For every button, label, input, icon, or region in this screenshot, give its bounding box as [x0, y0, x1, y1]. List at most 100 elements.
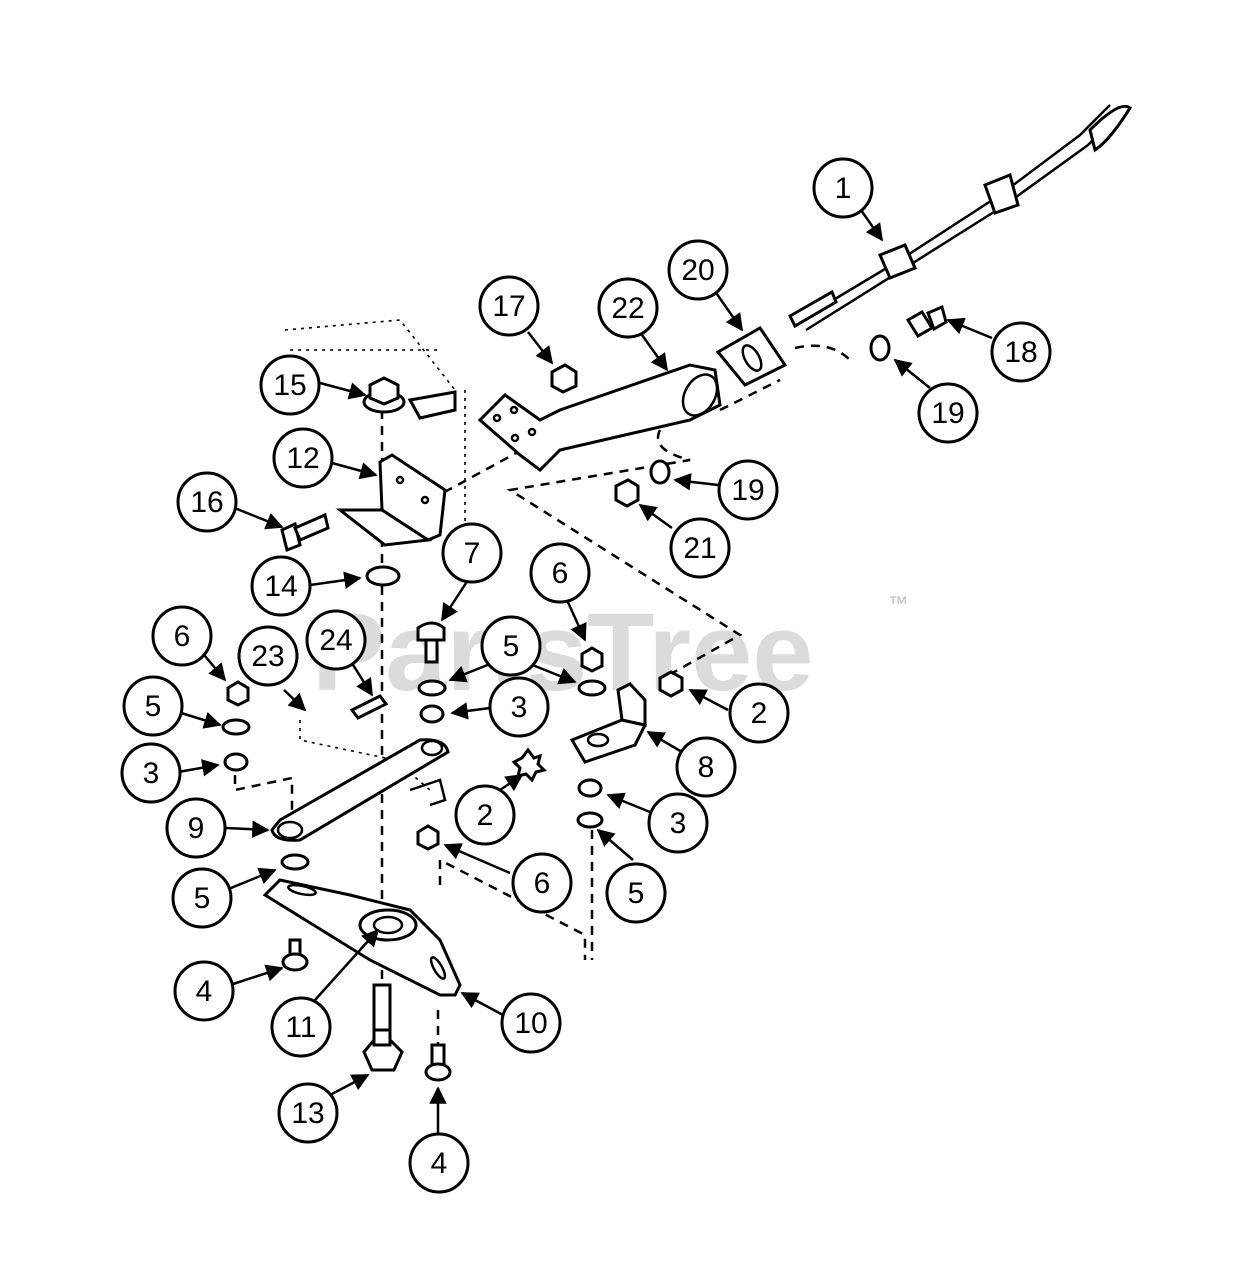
part-washer-19b [649, 459, 671, 485]
callout-10: 10 [500, 992, 562, 1054]
callout-2-right: 2 [728, 682, 790, 744]
part-bracket-22 [477, 363, 722, 472]
callout-2-right-label: 2 [751, 697, 768, 730]
part-plate-10 [262, 878, 462, 997]
callout-5-left: 5 [122, 675, 184, 737]
callout-12-label: 12 [286, 442, 319, 475]
callout-14: 14 [250, 555, 312, 617]
callout-11: 11 [270, 996, 332, 1058]
callout-5-center: 5 [480, 615, 542, 677]
part-nut-21 [614, 478, 640, 508]
callout-11-label: 11 [285, 1011, 316, 1044]
callout-5-lower-left-label: 5 [194, 882, 211, 915]
callout-6-upper: 6 [529, 542, 591, 604]
part-washer-3-center [419, 704, 445, 724]
callout-18-label: 18 [1004, 336, 1037, 369]
part-star-nut-2 [511, 747, 547, 783]
callout-3-left-label: 3 [143, 757, 160, 790]
callout-24-label: 24 [319, 624, 352, 657]
callout-6-lower-label: 6 [534, 867, 551, 900]
callout-3-center-label: 3 [511, 691, 528, 724]
callout-22-label: 22 [611, 292, 644, 325]
callout-3-left: 3 [120, 742, 182, 804]
leader-arrows [177, 202, 993, 1135]
part-washer-5-left [221, 718, 251, 736]
part-washer-19a [869, 334, 891, 362]
callout-6-left: 6 [151, 605, 213, 667]
callout-5-lower-right: 5 [605, 862, 667, 924]
part-washer-5-lower [280, 853, 310, 871]
part-washer-3-right [577, 778, 603, 798]
callout-21: 21 [669, 517, 731, 579]
callout-19-lower-label: 19 [731, 474, 764, 507]
part-pin-24 [349, 694, 389, 720]
callout-1: 1 [812, 157, 874, 219]
callout-20-label: 20 [681, 254, 714, 287]
callout-3-center: 3 [488, 676, 550, 738]
callout-4-upper: 4 [173, 960, 235, 1022]
callout-23: 23 [237, 625, 299, 687]
callout-21-label: 21 [683, 532, 716, 565]
part-washer-14 [365, 565, 401, 587]
part-nut-17 [550, 363, 578, 394]
callout-6-lower: 6 [511, 852, 573, 914]
part-washer-3-left [223, 752, 249, 772]
callout-5-left-label: 5 [145, 690, 162, 723]
callout-13-label: 13 [291, 1097, 324, 1130]
callout-18: 18 [990, 321, 1052, 383]
callout-5-center-label: 5 [503, 630, 520, 663]
callout-2-center-label: 2 [477, 799, 494, 832]
callout-4-lower-label: 4 [431, 1147, 448, 1180]
assembly-lines [233, 344, 851, 1060]
callout-23-label: 23 [251, 640, 284, 673]
part-washer-5-right [577, 679, 607, 697]
callout-7-label: 7 [464, 537, 481, 570]
part-washer-5-lower-right [576, 811, 604, 829]
part-nut-2-right [658, 670, 684, 698]
callout-5-lower-right-label: 5 [628, 877, 645, 910]
part-bolt-16 [280, 512, 330, 553]
part-washer-5-center [417, 679, 447, 697]
part-bolt-4-upper [281, 938, 309, 972]
part-bracket-8 [569, 682, 648, 764]
callout-20: 20 [667, 239, 729, 301]
callout-14-label: 14 [264, 570, 297, 603]
callout-15-label: 15 [273, 369, 306, 402]
part-shoulder-bolt-13 [362, 983, 404, 1072]
frame-outline [284, 319, 466, 791]
callout-8: 8 [675, 736, 737, 798]
part-angle-bracket-12 [335, 453, 447, 547]
callout-6-left-label: 6 [174, 620, 191, 653]
callout-17: 17 [478, 275, 540, 337]
part-bushing-11 [358, 908, 418, 942]
callout-22: 22 [597, 277, 659, 339]
callout-15: 15 [259, 354, 321, 416]
callout-19-upper: 19 [917, 382, 979, 444]
callout-13: 13 [277, 1082, 339, 1144]
callout-19-lower: 19 [717, 459, 779, 521]
part-bolt-7 [416, 621, 446, 664]
callout-4-upper-label: 4 [196, 975, 213, 1008]
callout-8-label: 8 [698, 751, 715, 784]
part-nut-6-lower [416, 824, 440, 851]
part-nut-6-left [226, 680, 250, 707]
part-bolt-4-lower [424, 1043, 452, 1082]
callout-1-label: 1 [835, 172, 852, 205]
callout-7: 7 [441, 522, 503, 584]
watermark: PartsTree [312, 591, 813, 714]
callout-5-lower-left: 5 [171, 867, 233, 929]
callout-3-right: 3 [647, 792, 709, 854]
callout-4-lower: 4 [408, 1132, 470, 1194]
callout-16-label: 16 [190, 486, 223, 519]
callout-6-upper-label: 6 [552, 557, 569, 590]
callout-12: 12 [272, 427, 334, 489]
callout-24: 24 [305, 609, 367, 671]
callout-19-upper-label: 19 [931, 397, 964, 430]
callout-9-label: 9 [188, 812, 205, 845]
part-bolt-18 [905, 304, 948, 339]
callout-9: 9 [165, 797, 227, 859]
part-flange-nut-15 [362, 376, 406, 414]
callout-10-label: 10 [514, 1007, 547, 1040]
callout-16: 16 [176, 471, 238, 533]
